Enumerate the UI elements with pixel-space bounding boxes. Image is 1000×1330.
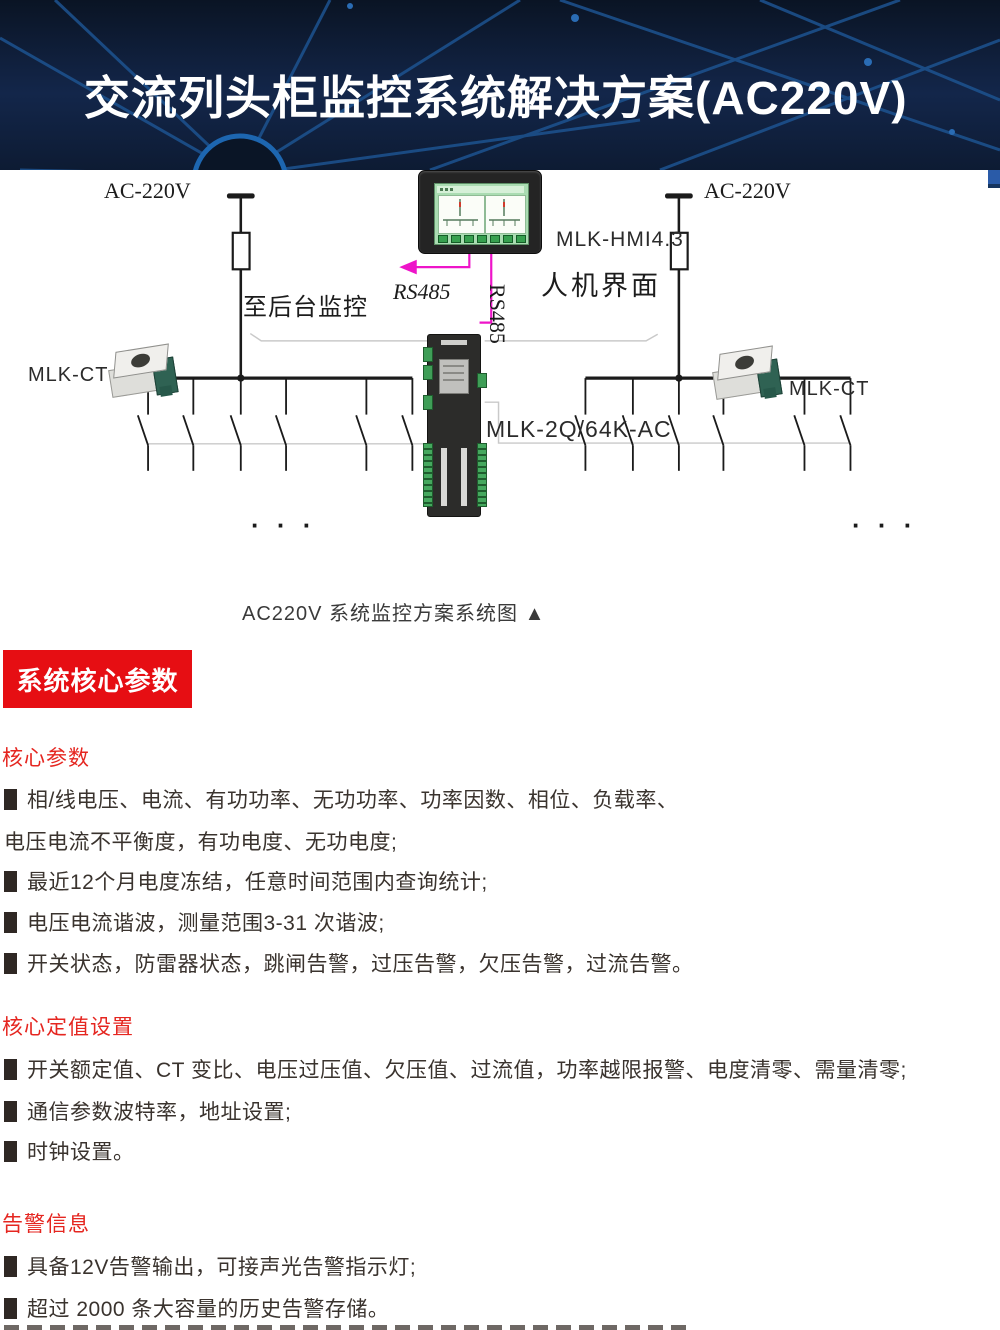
arrow-left-icon xyxy=(399,259,417,275)
backend-monitoring-label: 至后台监控 xyxy=(243,295,368,321)
hmi-function-button xyxy=(451,235,461,243)
breaker-switch xyxy=(182,415,195,446)
hmi-sublabel: 人机界面 xyxy=(541,271,661,301)
ellipsis-right: · · · xyxy=(852,510,918,540)
right-source-busbar xyxy=(665,193,693,199)
section-banner-label: 系统核心参数 xyxy=(16,665,179,696)
spec-line-text: 电压电流谐波，测量范围3-31 次谐波; xyxy=(27,912,385,935)
spec-line-text: 最近12个月电度冻结，任意时间范围内查询统计; xyxy=(27,871,488,894)
spec-line: 开关状态，防雷器状态，跳闸告警，过压告警，欠压告警，过流告警。 xyxy=(4,948,694,978)
breaker-branches xyxy=(136,378,852,471)
spec-line: 具备12V告警输出，可接声光告警指示灯; xyxy=(4,1251,416,1281)
right-ct-label: MLK-CT xyxy=(789,378,870,400)
spec-line-text: 电压电流不平衡度，有功电度、无功电度; xyxy=(4,831,398,854)
left-fuse-symbol xyxy=(231,231,251,271)
rs485-link-to-hmi xyxy=(479,248,493,324)
left-source-label: AC-220V xyxy=(104,178,191,203)
bullet-square-icon xyxy=(4,953,17,974)
hmi-function-button xyxy=(477,235,487,243)
hmi-function-button xyxy=(516,235,526,243)
breaker-switch xyxy=(274,415,287,446)
diagram-caption: AC220V 系统监控方案系统图 ▲ xyxy=(242,603,546,625)
spec-line: 相/线电压、电流、有功功率、无功功率、功率因数、相位、负载率、 xyxy=(4,784,678,814)
rs485-label-horizontal: RS485 xyxy=(393,279,451,304)
rs485-port xyxy=(477,373,487,388)
bullet-square-icon xyxy=(4,912,17,933)
hmi-function-button xyxy=(438,235,448,243)
hmi-titlebar xyxy=(437,186,524,193)
breaker-switch xyxy=(574,415,587,446)
system-diagram: AC-220V AC-220V 至后台监控 RS485 RS485 MLK-HM… xyxy=(0,170,1000,630)
bullet-square-icon xyxy=(4,1298,17,1319)
hmi-device xyxy=(418,170,542,254)
page-title: 交流列头柜监控系统解决方案(AC220V) xyxy=(84,72,908,124)
hmi-function-button xyxy=(490,235,500,243)
spec-line-text: 开关状态，防雷器状态，跳闸告警，过压告警，欠压告警，过流告警。 xyxy=(27,953,694,976)
spec-line-text: 相/线电压、电流、有功功率、无功功率、功率因数、相位、负载率、 xyxy=(27,789,679,812)
right-source-label: AC-220V xyxy=(704,178,791,203)
section-heading: 核心定值设置 xyxy=(2,1016,134,1039)
breaker-switch xyxy=(229,415,242,446)
hmi-screen xyxy=(434,183,529,245)
hmi-panel-right xyxy=(485,195,526,234)
cutoff-text-line xyxy=(4,1325,694,1330)
breaker-switch xyxy=(401,415,414,446)
breaker-switch xyxy=(667,415,680,446)
spec-line-text: 具备12V告警输出，可接声光告警指示灯; xyxy=(27,1256,417,1279)
hmi-function-button xyxy=(503,235,513,243)
spec-line-text: 时钟设置。 xyxy=(27,1141,135,1164)
hmi-label: MLK-HMI4.3 xyxy=(556,228,684,251)
blue-corner-fragment xyxy=(988,170,1000,188)
source-busbars xyxy=(226,193,693,382)
breaker-switch xyxy=(621,415,634,446)
network-hub-node xyxy=(193,133,287,170)
bullet-square-icon xyxy=(4,1256,17,1277)
controller-nameplate xyxy=(439,359,469,394)
left-source-busbar xyxy=(226,193,255,199)
rs485-label-vertical: RS485 xyxy=(485,284,510,344)
section-heading: 核心参数 xyxy=(2,747,90,770)
breaker-switch xyxy=(136,415,149,446)
section-heading: 告警信息 xyxy=(2,1213,90,1236)
breaker-switch xyxy=(839,415,852,446)
bullet-square-icon xyxy=(4,1141,17,1162)
breaker-switch xyxy=(355,415,368,446)
spec-line: 开关额定值、CT 变比、电压过压值、欠压值、过流值，功率越限报警、电度清零、需量… xyxy=(4,1054,907,1084)
right-fuse-symbol xyxy=(669,231,689,271)
spec-line: 时钟设置。 xyxy=(4,1136,135,1166)
spec-line: 超过 2000 条大容量的历史告警存储。 xyxy=(4,1293,389,1323)
bullet-square-icon xyxy=(4,1059,17,1080)
section-banner: 系统核心参数 xyxy=(3,650,192,708)
spec-line: 电压电流不平衡度，有功电度、无功电度; xyxy=(4,826,397,856)
breaker-switch xyxy=(793,415,806,446)
ct-aperture xyxy=(734,354,755,371)
header-banner: 交流列头柜监控系统解决方案(AC220V) xyxy=(0,0,1000,170)
spec-line-text: 通信参数波特率，地址设置; xyxy=(27,1101,292,1124)
controller-device xyxy=(423,334,487,517)
left-ct-label: MLK-CT xyxy=(28,364,109,386)
spec-line: 通信参数波特率，地址设置; xyxy=(4,1096,291,1126)
hmi-panel-left xyxy=(438,195,485,234)
breaker-switch xyxy=(712,415,725,446)
hmi-function-button xyxy=(464,235,474,243)
spec-line: 电压电流谐波，测量范围3-31 次谐波; xyxy=(4,907,385,937)
ct-aperture xyxy=(130,352,151,369)
spec-line-text: 超过 2000 条大容量的历史告警存储。 xyxy=(27,1298,390,1321)
controller-label: MLK-2Q/64K-AC xyxy=(486,416,672,442)
network-pattern-graphic xyxy=(0,0,1000,170)
bullet-square-icon xyxy=(4,871,17,892)
spec-line-text: 开关额定值、CT 变比、电压过压值、欠压值、过流值，功率越限报警、电度清零、需量… xyxy=(27,1059,907,1082)
left-ct-device xyxy=(108,343,180,398)
ellipsis-left: · · · xyxy=(251,510,317,540)
bullet-square-icon xyxy=(4,1101,17,1122)
right-ct-device xyxy=(712,345,784,400)
bullet-square-icon xyxy=(4,789,17,810)
spec-line: 最近12个月电度冻结，任意时间范围内查询统计; xyxy=(4,866,488,896)
